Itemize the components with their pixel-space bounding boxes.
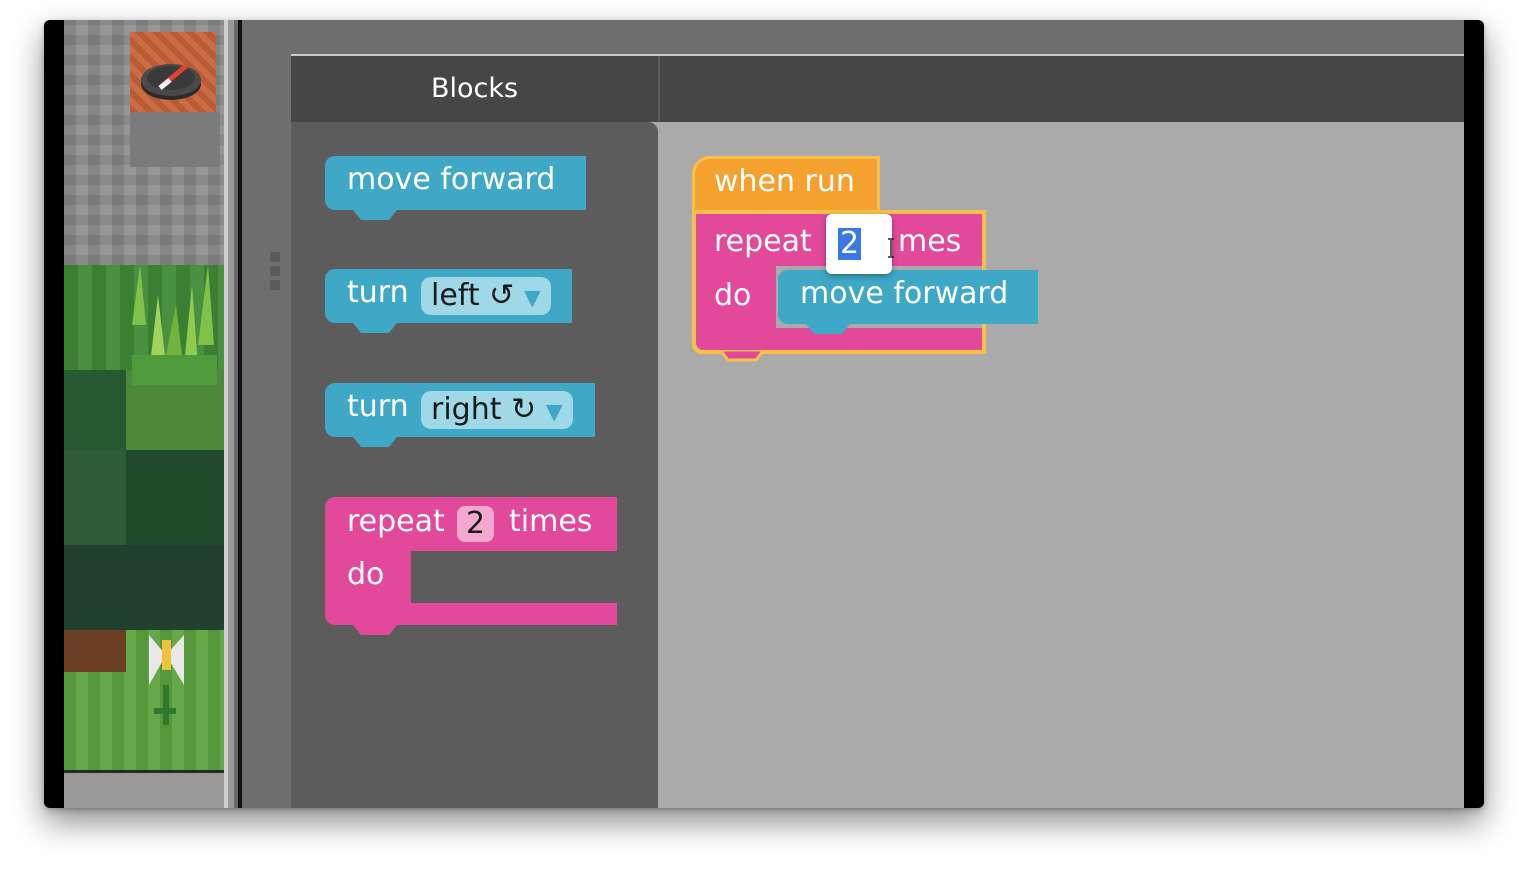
app-window: Blocks move forward turn left ↺ ▼ — [44, 20, 1484, 808]
workspace-repeat-block[interactable]: repeat mes do move forward 2 — [692, 210, 1038, 362]
block-label: mes — [898, 224, 962, 259]
block-connector — [353, 210, 397, 220]
toolbox-turn-left-block[interactable]: turn left ↺ ▼ — [325, 269, 572, 333]
editor-header: Blocks — [291, 56, 1464, 122]
stone-tile — [130, 112, 220, 167]
block-label: repeat — [347, 504, 445, 539]
block-toolbox: move forward turn left ↺ ▼ turn right ↻ … — [291, 122, 658, 808]
block-connector — [720, 350, 764, 362]
game-view — [64, 20, 224, 808]
compass-icon — [141, 64, 201, 100]
selected-text: 2 — [838, 226, 862, 261]
toolbox-turn-right-block[interactable]: turn right ↻ ▼ — [325, 383, 595, 447]
block-label: move forward — [347, 162, 556, 197]
block-label: turn — [347, 275, 409, 310]
block-label: repeat — [714, 224, 812, 259]
direction-dropdown[interactable]: left ↺ ▼ — [421, 277, 551, 315]
frame-edge — [64, 770, 224, 808]
block-label: move forward — [800, 276, 1009, 311]
toolbox-repeat-block[interactable]: repeat 2 times do — [325, 497, 617, 635]
block-connector — [353, 437, 397, 447]
resize-handle[interactable] — [270, 252, 282, 296]
toolbox-move-forward-block[interactable]: move forward — [325, 156, 586, 220]
tab-blocks-label: Blocks — [430, 73, 519, 104]
direction-dropdown[interactable]: right ↻ ▼ — [421, 391, 573, 429]
do-label: do — [714, 278, 752, 313]
repeat-count-field[interactable]: 2 — [457, 506, 495, 542]
repeat-count-input[interactable]: 2 — [826, 214, 892, 274]
compass-tile — [130, 32, 216, 112]
chevron-down-icon: ▼ — [523, 286, 541, 311]
tab-blocks[interactable]: Blocks — [291, 56, 660, 122]
block-label: when run — [714, 164, 855, 199]
text-cursor-icon — [888, 238, 894, 258]
workspace-canvas[interactable]: when run repeat mes do move forward — [658, 122, 1464, 808]
code-editor: Blocks move forward turn left ↺ ▼ — [291, 54, 1464, 808]
grass-tile — [64, 450, 224, 545]
flower-icon — [149, 635, 184, 725]
dropdown-value: left ↺ — [431, 278, 515, 313]
nested-move-forward-block[interactable]: move forward — [778, 270, 1038, 334]
frame-edge — [224, 20, 258, 808]
when-run-block[interactable]: when run — [692, 156, 882, 214]
block-label: turn — [347, 389, 409, 424]
do-label: do — [347, 557, 385, 592]
chevron-down-icon: ▼ — [545, 400, 563, 425]
grass-tile — [64, 265, 224, 370]
grass-tile — [64, 545, 224, 630]
dropdown-value: right ↻ — [431, 392, 537, 427]
block-connector — [806, 324, 850, 334]
block-label: times — [509, 504, 593, 539]
dirt-tile — [64, 630, 126, 672]
block-connector — [353, 323, 397, 333]
tall-grass-icon — [132, 265, 217, 385]
block-connector — [353, 625, 397, 635]
